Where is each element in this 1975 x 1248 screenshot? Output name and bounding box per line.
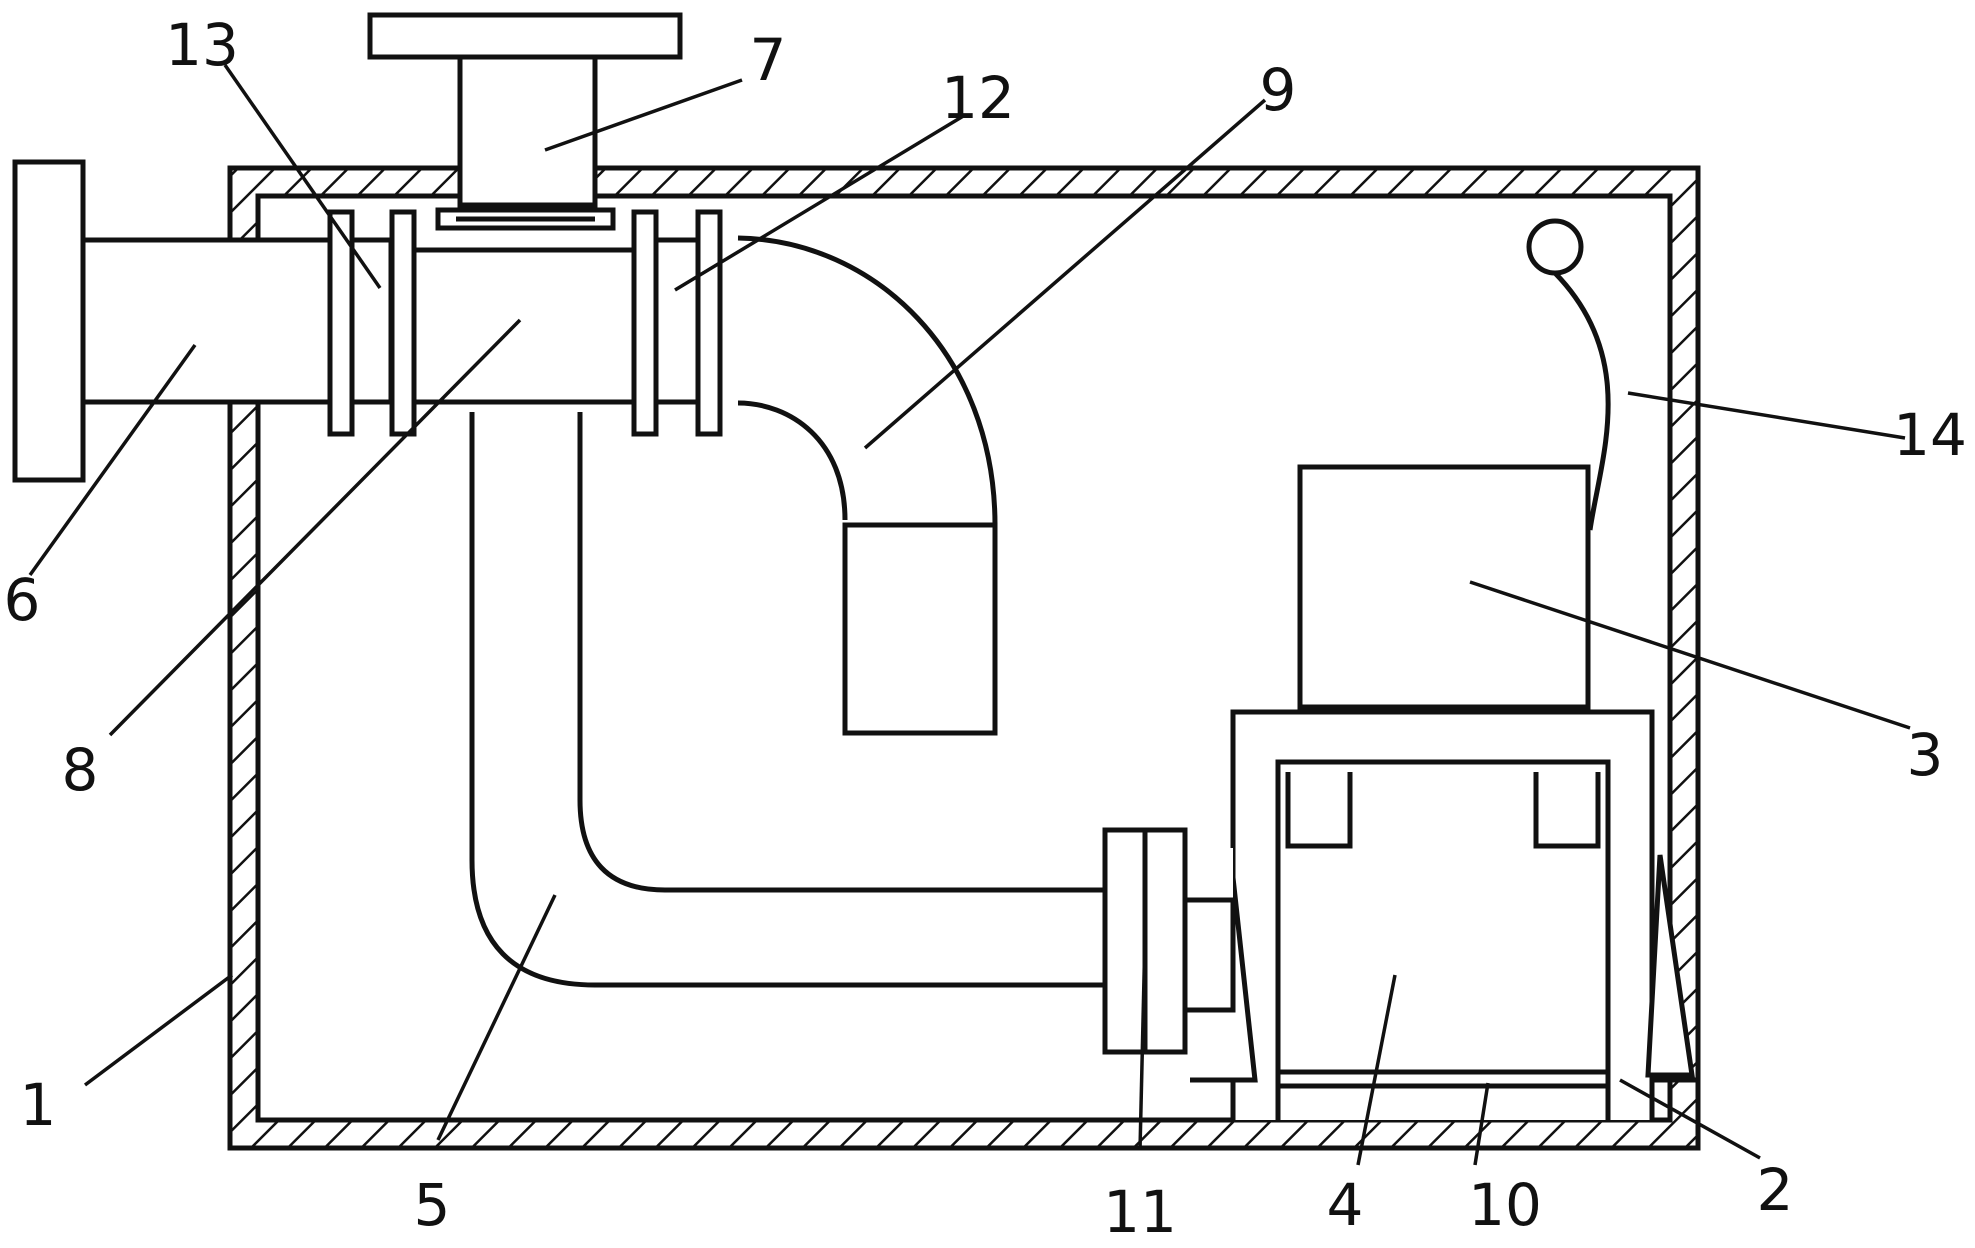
labels: 1 2 3 4 5 6 7 8 9 10 11 12 13 14 xyxy=(4,11,1967,1246)
leader-lines xyxy=(28,64,1911,1166)
cable xyxy=(1526,218,1611,531)
label-11: 11 xyxy=(1103,1178,1177,1243)
motor xyxy=(1297,464,1591,710)
label-10: 10 xyxy=(1468,1171,1542,1239)
housing xyxy=(227,165,1701,1151)
pump-frame xyxy=(1193,709,1695,1120)
label-6: 6 xyxy=(4,566,41,634)
label-5: 5 xyxy=(414,1171,451,1239)
pipe-section xyxy=(395,247,641,405)
upper-pipe xyxy=(737,235,998,736)
inlet-pipe xyxy=(12,159,336,483)
label-2: 2 xyxy=(1757,1156,1794,1224)
label-8: 8 xyxy=(62,736,99,804)
label-12: 12 xyxy=(941,64,1015,132)
valve xyxy=(367,12,683,231)
label-1: 1 xyxy=(20,1071,57,1139)
label-4: 4 xyxy=(1327,1171,1364,1239)
label-7: 7 xyxy=(750,26,787,94)
lower-pipe xyxy=(469,412,1105,988)
label-3: 3 xyxy=(1907,721,1944,789)
label-9: 9 xyxy=(1260,56,1297,124)
label-13: 13 xyxy=(165,11,239,79)
label-14: 14 xyxy=(1893,401,1967,469)
pump-body xyxy=(1275,772,1611,1089)
